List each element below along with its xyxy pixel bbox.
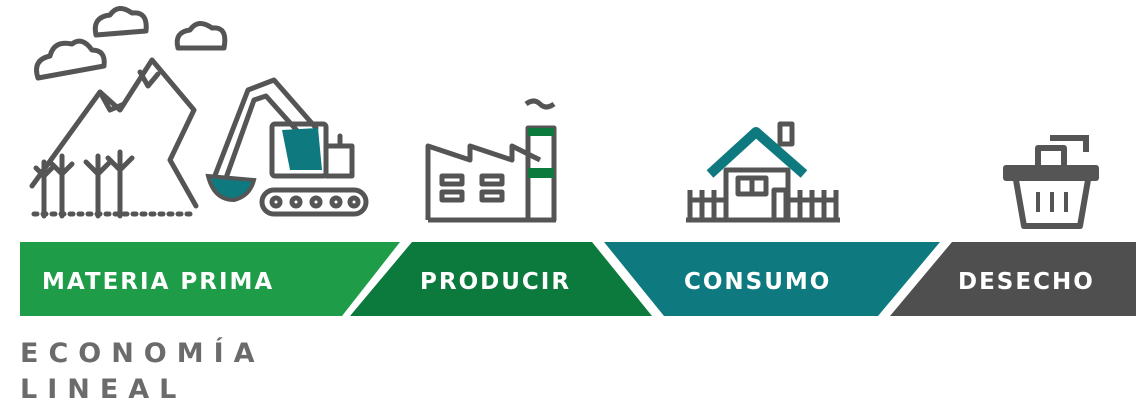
house-icon xyxy=(686,121,840,223)
stage-band-desecho xyxy=(890,242,1136,316)
factory-icon xyxy=(425,98,557,223)
stage-band xyxy=(20,242,1136,316)
stage-band-consumo xyxy=(604,242,940,316)
trash-can-icon xyxy=(1003,145,1099,229)
diagram-title-line2: LINEAL xyxy=(20,374,187,405)
house-roof xyxy=(706,127,808,178)
stage-band-materia-prima xyxy=(20,242,400,316)
stage-label-producir: PRODUCIR xyxy=(420,269,571,295)
chimney-top xyxy=(528,128,554,136)
trash-can-body xyxy=(1050,135,1089,152)
stage-band-producir xyxy=(350,242,652,316)
diagram-title-line1: ECONOMÍA xyxy=(20,338,265,369)
stage-label-materia-prima: MATERIA PRIMA xyxy=(42,269,274,295)
chimney-band xyxy=(528,168,554,178)
excavator-cab xyxy=(282,128,322,170)
mountain-excavator-icon xyxy=(29,6,369,219)
diagram-title: ECONOMÍA LINEAL xyxy=(20,336,265,408)
excavator-bucket xyxy=(205,173,257,203)
stage-label-desecho: DESECHO xyxy=(958,269,1095,295)
stage-label-consumo: CONSUMO xyxy=(684,269,831,295)
